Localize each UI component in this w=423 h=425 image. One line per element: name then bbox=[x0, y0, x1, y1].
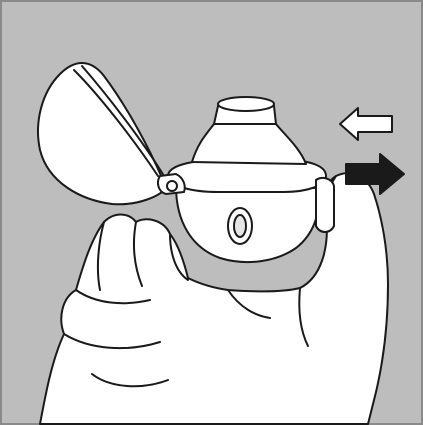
inhaler-illustration bbox=[0, 0, 423, 425]
illustration-frame bbox=[0, 0, 423, 425]
